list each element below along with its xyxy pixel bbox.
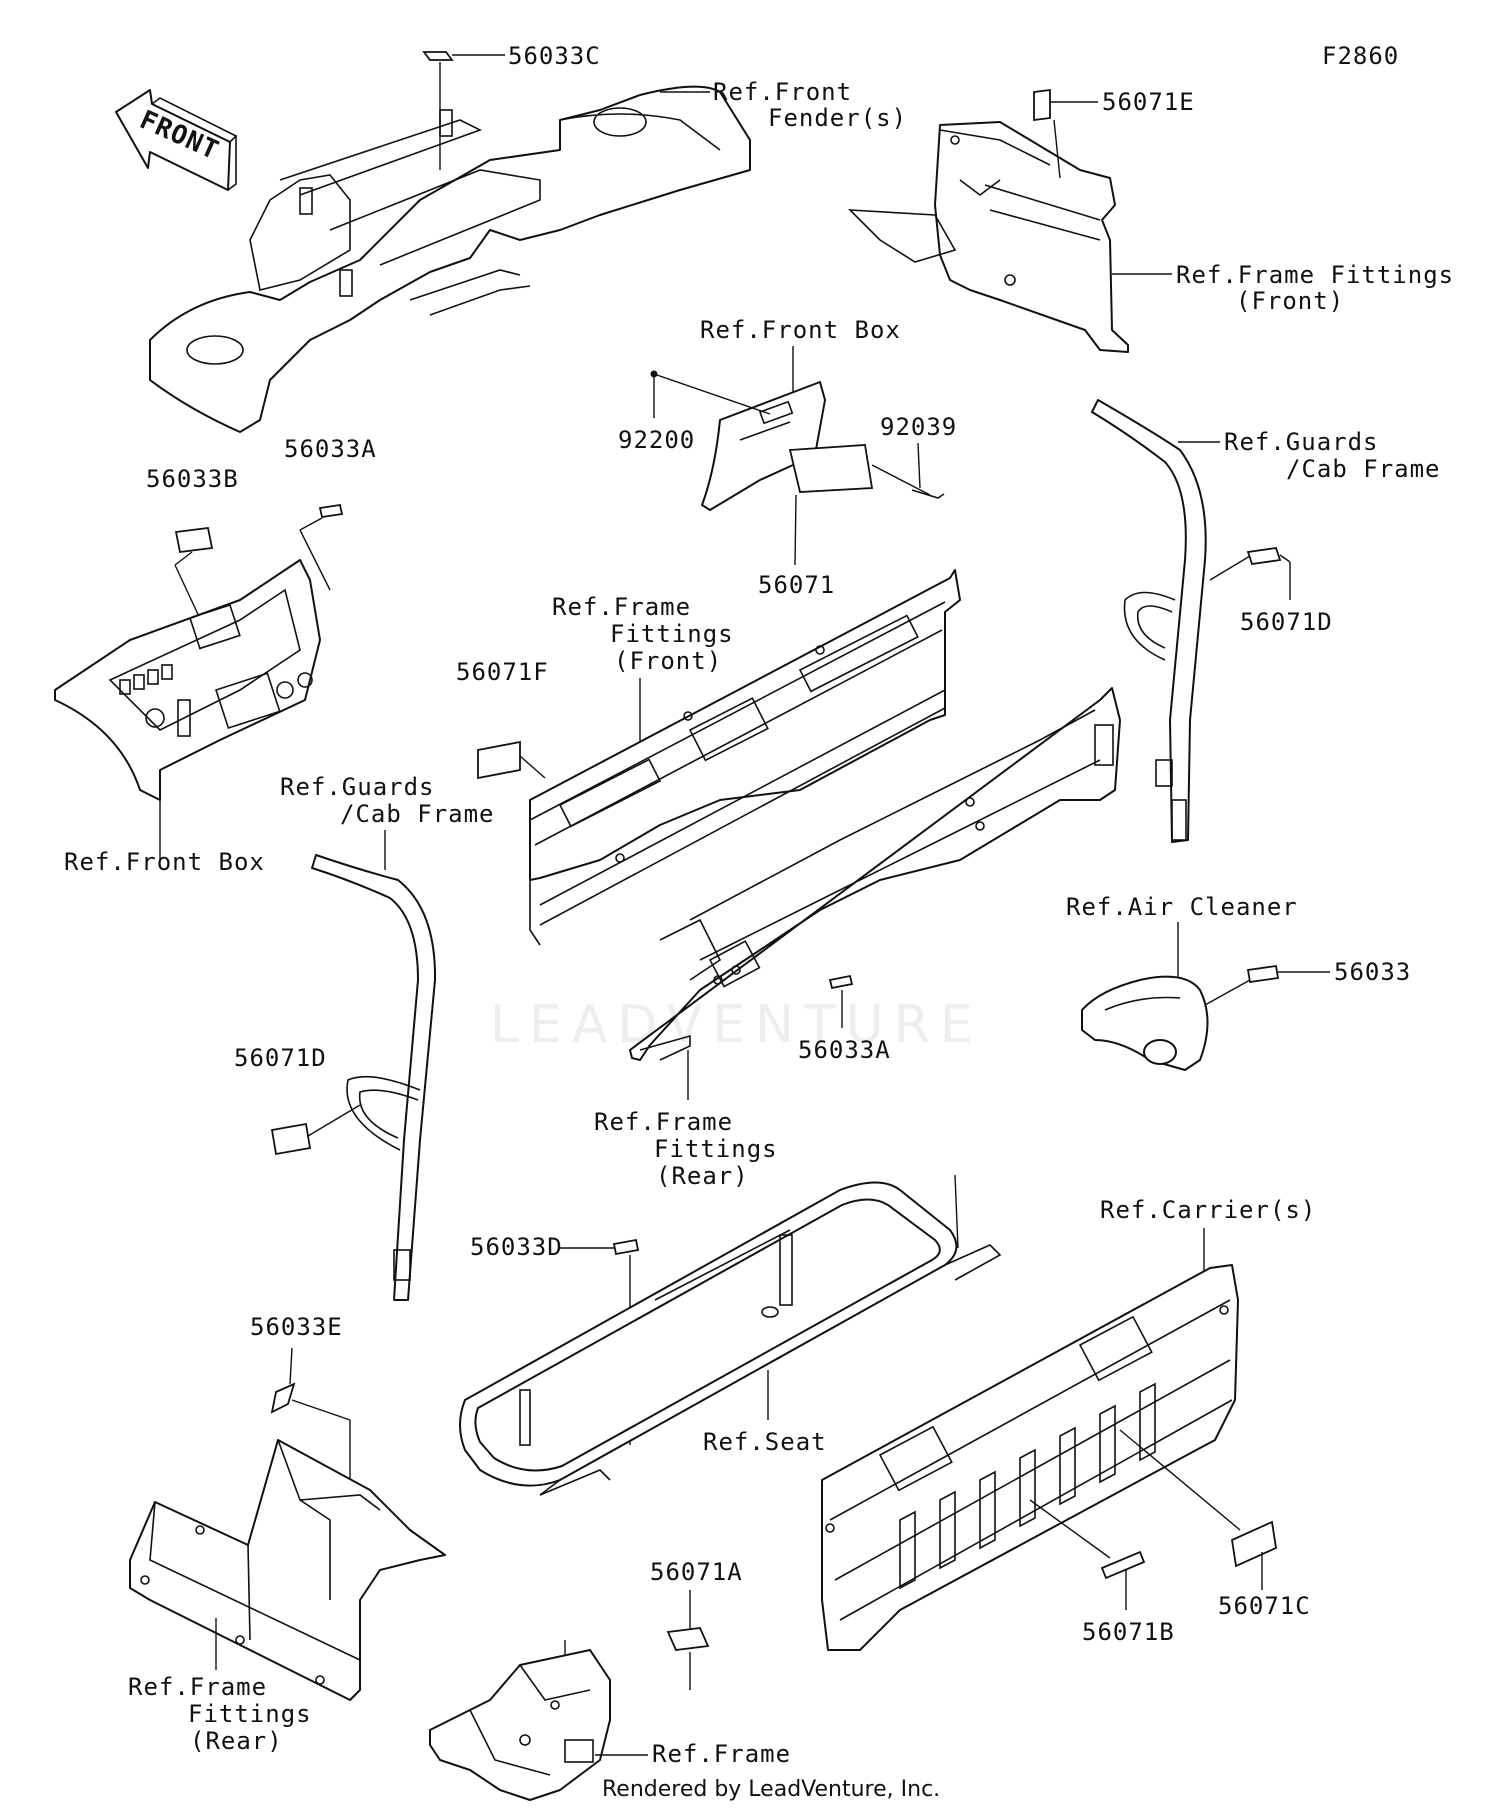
frame-fittings-rear-panel-part <box>629 687 1121 1061</box>
label-ref-frame-fittings-rear-mid-3: (Rear) <box>656 1162 749 1190</box>
label-56071F: 56071F <box>456 658 549 686</box>
label-ref-frame-fittings-front-mid-2: Fittings <box>610 620 734 648</box>
decal-56033E <box>270 1382 296 1414</box>
carrier-part <box>821 1264 1239 1651</box>
decal-56033A-mid <box>828 974 854 990</box>
label-ref-front-fender-1: Ref.Front <box>713 78 852 106</box>
decal-56033B <box>174 527 214 553</box>
decal-56071A <box>666 1627 710 1651</box>
front-box-dash-part <box>54 559 321 801</box>
label-56033C: 56033C <box>508 42 601 70</box>
label-ref-frame-fittings-front-mid-1: Ref.Frame <box>552 593 691 621</box>
air-cleaner-part <box>1081 975 1209 1071</box>
frame-fittings-front-part <box>847 121 1129 353</box>
label-ref-seat: Ref.Seat <box>703 1428 827 1456</box>
label-ref-frame-fittings-rear-mid-2: Fittings <box>654 1135 778 1163</box>
label-ref-guards-right-2: /Cab Frame <box>1286 455 1441 483</box>
label-56033: 56033 <box>1334 958 1411 986</box>
frame-bracket-part <box>429 1649 611 1801</box>
label-56071: 56071 <box>758 571 835 599</box>
decal-56071C <box>1231 1520 1277 1568</box>
decal-56071B <box>1100 1550 1146 1580</box>
frame-fittings-rear-left-part <box>129 1439 446 1701</box>
label-56033D: 56033D <box>470 1233 563 1261</box>
label-ref-frame-fittings-rear-mid-1: Ref.Frame <box>594 1108 733 1136</box>
decal-56071D-right <box>1246 547 1282 565</box>
label-56071D-right: 56071D <box>1240 608 1333 636</box>
label-ref-guards-left-1: Ref.Guards <box>280 773 435 801</box>
label-56071D-left: 56071D <box>234 1044 327 1072</box>
guard-cab-frame-right-part <box>1091 399 1207 843</box>
label-56033A-top: 56033A <box>284 435 377 463</box>
label-ref-air-cleaner: Ref.Air Cleaner <box>1066 893 1298 921</box>
label-56071B: 56071B <box>1082 1618 1175 1646</box>
label-ref-frame-fittings-rear-bl-3: (Rear) <box>190 1727 283 1755</box>
label-ref-guards-right-1: Ref.Guards <box>1224 428 1379 456</box>
decal-56071D-left <box>270 1122 312 1156</box>
label-56071E: 56071E <box>1102 88 1195 116</box>
label-ref-frame-fittings-front-tr-2: (Front) <box>1236 287 1344 315</box>
label-ref-frame: Ref.Frame <box>652 1740 791 1768</box>
decal-56071F <box>477 740 521 780</box>
decal-56033 <box>1246 964 1280 984</box>
diagram-code: F2860 <box>1322 42 1399 70</box>
seat-rail-frame-part <box>459 1181 1002 1496</box>
label-ref-front-box-mid: Ref.Front Box <box>700 316 901 344</box>
label-ref-frame-fittings-rear-bl-1: Ref.Frame <box>128 1673 267 1701</box>
label-ref-frame-fittings-front-tr-1: Ref.Frame Fittings <box>1176 261 1454 289</box>
label-ref-front-box-left: Ref.Front Box <box>64 848 265 876</box>
footer-credit: Rendered by LeadVenture, Inc. <box>602 1777 940 1802</box>
label-ref-guards-left-2: /Cab Frame <box>340 800 495 828</box>
clip-92039-icon <box>911 489 945 499</box>
label-ref-frame-fittings-rear-bl-2: Fittings <box>188 1700 312 1728</box>
decal-56071 <box>788 444 874 493</box>
label-56071A: 56071A <box>650 1558 743 1586</box>
decal-56033D <box>612 1238 640 1256</box>
label-56033B: 56033B <box>146 465 239 493</box>
front-arrow-icon: FRONT <box>115 89 238 191</box>
decal-56071E <box>1033 88 1051 122</box>
watermark: LEADVENTURE <box>490 995 983 1055</box>
frame-fittings-front-panel-part <box>529 569 961 946</box>
label-ref-front-fender-2: Fender(s) <box>768 104 907 132</box>
label-92039: 92039 <box>880 413 957 441</box>
label-56071C: 56071C <box>1218 1592 1311 1620</box>
label-ref-carriers: Ref.Carrier(s) <box>1100 1196 1316 1224</box>
label-56033E: 56033E <box>250 1313 343 1341</box>
label-ref-frame-fittings-front-mid-3: (Front) <box>614 647 722 675</box>
decal-56033C <box>422 51 454 61</box>
front-fender-floor-part <box>149 85 751 433</box>
guard-cab-frame-left-part <box>311 854 437 1301</box>
label-56033A-mid: 56033A <box>798 1036 891 1064</box>
decal-56033A-top <box>318 503 344 519</box>
label-92200: 92200 <box>618 426 695 454</box>
